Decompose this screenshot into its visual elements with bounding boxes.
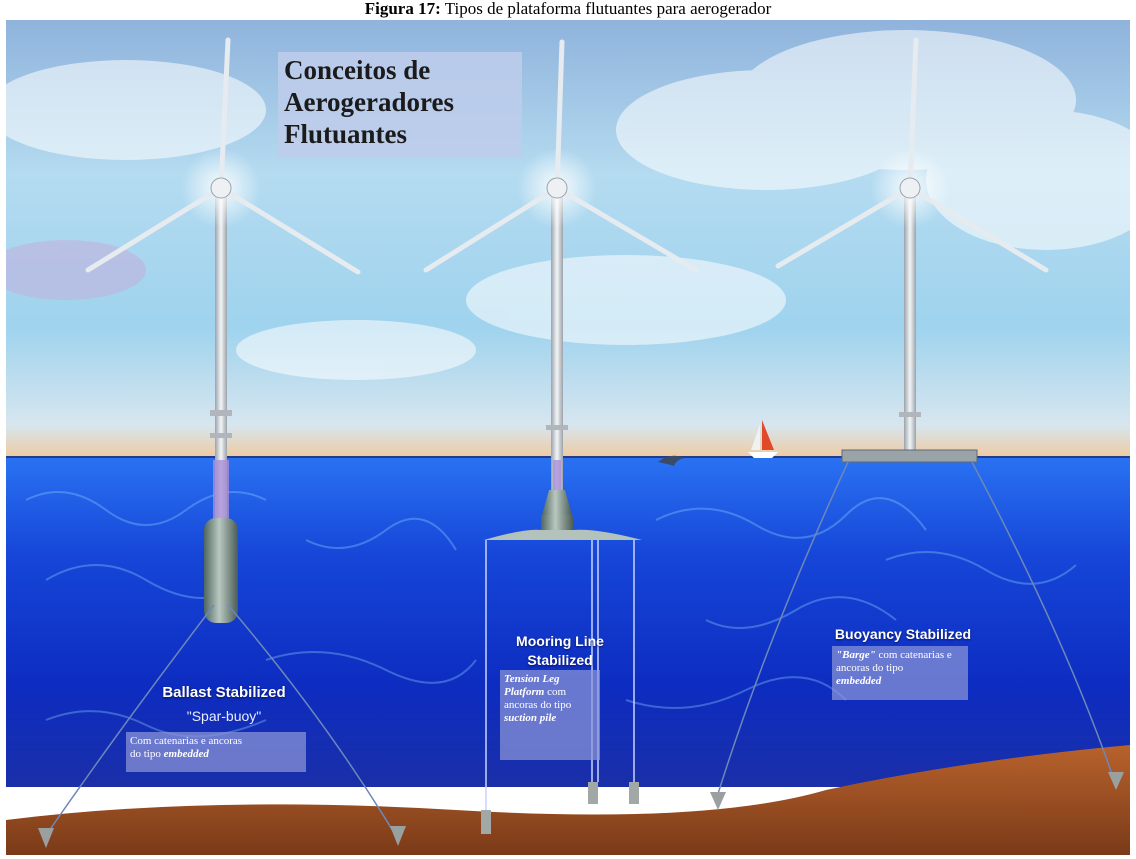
- floating-turbines-illustration: Conceitos de Aerogeradores Flutuantes Ba…: [6, 20, 1130, 855]
- diagram-title: Conceitos de Aerogeradores Flutuantes: [284, 55, 454, 149]
- figure-caption-text: Tipos de plataforma flutuantes para aero…: [444, 0, 772, 18]
- turbine-tension-leg: [423, 39, 699, 834]
- barge-floater: [841, 449, 978, 463]
- barge-note-post: com catenarias e: [875, 649, 952, 661]
- buoyancy-stabilized-label: Buoyancy Stabilized: [834, 626, 972, 642]
- mooring-line-label-line2: Stabilized: [527, 652, 593, 668]
- tension-leg-note-em2: Platform: [504, 686, 545, 698]
- spar-buoy-note-line1: Com catenarias e ancoras: [130, 735, 243, 747]
- tower: [551, 188, 563, 498]
- barge-note-line1: "Barge" com catenarias e: [836, 649, 964, 662]
- barge-note-line3: embedded: [836, 675, 964, 688]
- tower: [904, 188, 916, 458]
- figure-caption-label: Figura 17:: [364, 0, 441, 18]
- spar-floater: [204, 518, 238, 623]
- tension-leg-note-line2: Platform com: [504, 686, 596, 699]
- barge-note: "Barge" com catenarias e ancoras do tipo…: [832, 646, 968, 700]
- barge-note-em3: embedded: [836, 675, 882, 687]
- tension-leg-note-post: com: [544, 686, 567, 698]
- seabed: [6, 745, 1130, 855]
- barge-note-line2: ancoras do tipo: [836, 662, 904, 674]
- tension-leg-note-line4: suction pile: [504, 712, 596, 725]
- mooring-line-label-line1: Mooring Line: [516, 633, 604, 649]
- figure-caption: Figura 17: Tipos de plataforma flutuante…: [0, 0, 1136, 20]
- clouds: [6, 30, 1130, 380]
- spar-buoy-note: Com catenarias e ancoras do tipo embedde…: [126, 732, 306, 772]
- tension-leg-note-em1: Tension Leg: [504, 673, 560, 685]
- dolphin-icon: [658, 455, 684, 466]
- spar-buoy-label: "Spar-buoy": [186, 708, 262, 724]
- tension-leg-note-line3: ancoras do tipo: [504, 699, 572, 711]
- spar-buoy-note-pre: do tipo: [130, 748, 164, 760]
- turbine-spar-buoy: [38, 37, 406, 848]
- ballast-stabilized-label: Ballast Stabilized: [162, 684, 286, 701]
- spar-buoy-note-em: embedded: [163, 748, 209, 760]
- barge-note-em1: "Barge": [836, 649, 876, 661]
- turbine-barge: [710, 37, 1124, 810]
- mooring-line-stabilized-label: Mooring Line Stabilized: [500, 632, 620, 670]
- caustic-light-pattern: [25, 491, 1077, 738]
- title-box: Conceitos de Aerogeradores Flutuantes: [278, 52, 522, 158]
- sailboat-icon: [748, 420, 778, 458]
- spar-buoy-note-line2: do tipo embedded: [130, 748, 302, 761]
- tension-leg-note-em4: suction pile: [504, 712, 557, 724]
- tension-leg-note: Tension Leg Platform com ancoras do tipo…: [500, 670, 600, 760]
- tension-leg-note-line1: Tension Leg: [504, 673, 596, 686]
